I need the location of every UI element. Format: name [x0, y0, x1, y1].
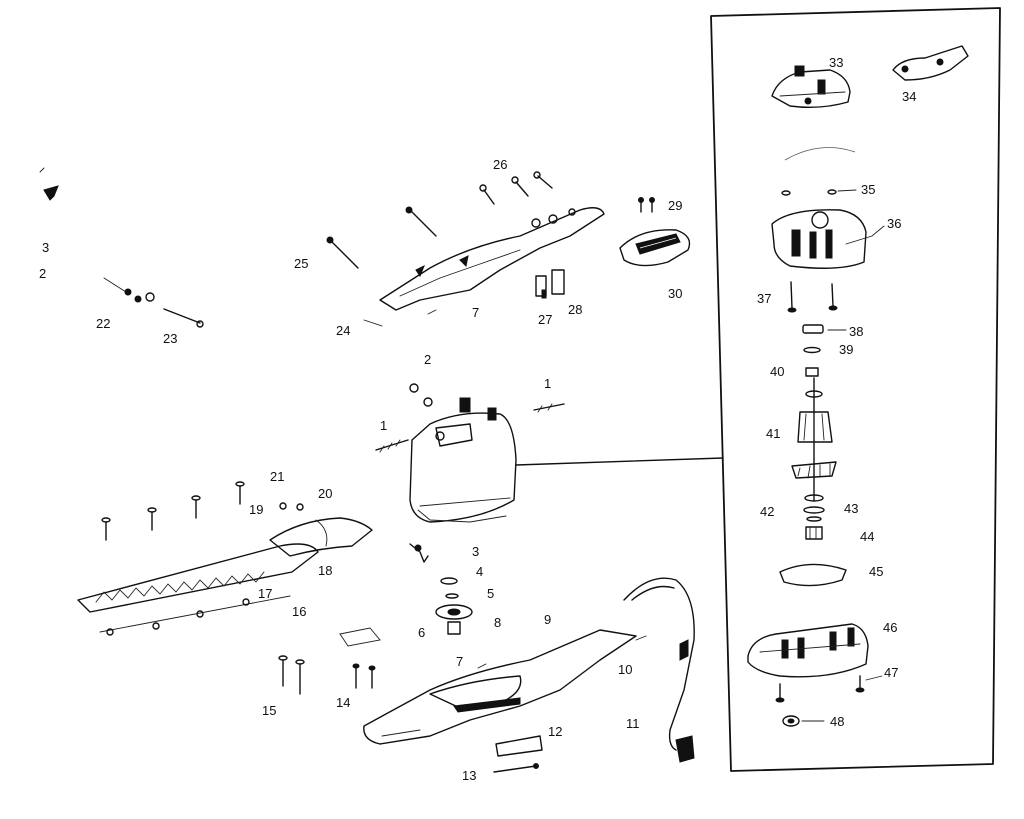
label-2-topleft: 2	[39, 266, 46, 281]
part-22-23-screws	[103, 277, 204, 328]
label-7-upper: 7	[472, 305, 479, 320]
part-16-18-blade-assembly	[77, 543, 319, 636]
label-2-motor: 2	[424, 352, 431, 367]
leader-line-to-inset	[515, 457, 724, 466]
label-29: 29	[668, 198, 682, 213]
label-17: 17	[258, 586, 272, 601]
part-36-field-stator	[771, 209, 885, 269]
part-44-pinion	[805, 526, 823, 540]
label-6: 6	[418, 625, 425, 640]
label-1-left: 1	[380, 418, 387, 433]
label-4: 4	[476, 564, 483, 579]
part-27-28-clips	[535, 269, 565, 299]
part-29-screws	[638, 197, 655, 213]
label-3-motor: 3	[472, 544, 479, 559]
part-6-8-gear	[435, 604, 473, 635]
label-15: 15	[262, 703, 276, 718]
part-47-screws	[775, 675, 883, 703]
part-41-armature	[791, 377, 837, 501]
part-10-11-cord-plug	[623, 577, 695, 763]
label-34: 34	[902, 89, 916, 104]
part-42-43-washers	[803, 494, 825, 522]
part-9-gear-case	[363, 629, 637, 745]
label-43: 43	[844, 501, 858, 516]
motor-detail-inset	[515, 7, 1001, 772]
label-19: 19	[249, 502, 263, 517]
label-25: 25	[294, 256, 308, 271]
label-8: 8	[494, 615, 501, 630]
part-3-spring	[409, 543, 429, 563]
label-1-right: 1	[544, 376, 551, 391]
part-35-washers	[781, 189, 857, 196]
part-4-5-washers	[440, 577, 459, 599]
part-14-15-bolts	[278, 627, 381, 695]
label-35: 35	[861, 182, 875, 197]
label-10: 10	[618, 662, 632, 677]
label-23: 23	[163, 331, 177, 346]
label-12: 12	[548, 724, 562, 739]
part-20-blade-guard	[269, 517, 373, 557]
part-33-brush-holder	[771, 65, 851, 109]
part-38-bearing	[802, 324, 847, 334]
label-21: 21	[270, 469, 284, 484]
label-40: 40	[770, 364, 784, 379]
part-24-upper-housing	[363, 207, 605, 327]
label-20: 20	[318, 486, 332, 501]
label-47: 47	[884, 665, 898, 680]
label-24: 24	[336, 323, 350, 338]
label-14: 14	[336, 695, 350, 710]
label-41: 41	[766, 426, 780, 441]
label-30: 30	[668, 286, 682, 301]
label-37: 37	[757, 291, 771, 306]
label-28: 28	[568, 302, 582, 317]
label-46: 46	[883, 620, 897, 635]
label-9: 9	[544, 612, 551, 627]
part-1-pins	[375, 403, 565, 453]
part-34-bracket	[892, 45, 969, 81]
part-37-screws	[787, 281, 838, 313]
label-48: 48	[830, 714, 844, 729]
label-45: 45	[869, 564, 883, 579]
label-44: 44	[860, 529, 874, 544]
label-39: 39	[839, 342, 853, 357]
part-2-screws	[409, 383, 433, 407]
part-39-washer	[803, 346, 821, 354]
label-38: 38	[849, 324, 863, 339]
part-12-13-clip-screw	[493, 735, 543, 773]
callout-labels: 3 2 22 23 25 26 24 7 27 28 29 30 2 1 1 2…	[39, 55, 916, 783]
part-26-screws	[479, 171, 553, 205]
part-30-switch-cover	[619, 229, 691, 267]
label-33: 33	[829, 55, 843, 70]
label-36: 36	[887, 216, 901, 231]
part-top-left-clip	[39, 167, 59, 201]
part-19-21-blade-screws	[101, 481, 304, 541]
label-22: 22	[96, 316, 110, 331]
part-48-nut	[782, 715, 825, 727]
part-7-pin	[427, 309, 487, 669]
part-45-baffle	[779, 563, 847, 587]
part-40-spacer	[805, 367, 819, 377]
label-13: 13	[462, 768, 476, 783]
label-11: 11	[626, 716, 640, 731]
part-25-screws	[326, 206, 437, 269]
label-5: 5	[487, 586, 494, 601]
label-18: 18	[318, 563, 332, 578]
label-27: 27	[538, 312, 552, 327]
motor-housing	[409, 397, 517, 523]
label-26: 26	[493, 157, 507, 172]
part-46-end-frame	[747, 623, 869, 678]
label-16: 16	[292, 604, 306, 619]
part-cover-arc	[784, 147, 856, 161]
label-3-topleft: 3	[42, 240, 49, 255]
label-7-lower: 7	[456, 654, 463, 669]
label-42: 42	[760, 504, 774, 519]
